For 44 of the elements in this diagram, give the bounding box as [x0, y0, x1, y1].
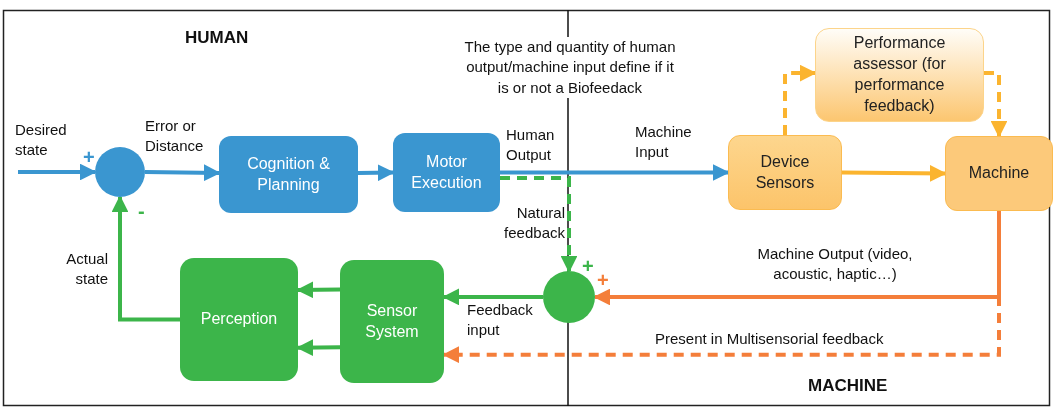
process-box [393, 133, 500, 212]
arrow [500, 176, 578, 273]
arrow [357, 164, 395, 182]
section-heading: MACHINE [808, 375, 889, 397]
process-box [728, 135, 842, 210]
box-label: Cognition & Planning [246, 153, 331, 195]
arrow [500, 164, 730, 181]
arrow [442, 288, 543, 306]
sign-label: + [582, 256, 594, 276]
box-label: Perception [199, 309, 279, 330]
section-heading: HUMAN [185, 27, 250, 49]
box-label: Machine [967, 163, 1031, 184]
arrow [296, 281, 341, 299]
process-box [945, 136, 1053, 211]
process-box [340, 260, 444, 383]
process-box [180, 258, 298, 381]
arrow [18, 163, 97, 181]
edge-label: Present in Multisensorial feedback [655, 329, 885, 349]
process-box [815, 28, 984, 122]
arrow [783, 64, 817, 135]
edge-label: Natural feedback [503, 203, 565, 244]
edge-label: Desired state [15, 120, 68, 161]
sign-label: + [83, 147, 95, 167]
summing-junction [543, 271, 595, 323]
process-box [219, 136, 358, 213]
arrow [296, 339, 341, 356]
box-label: Performance assessor (for performance feedback) [852, 33, 947, 116]
sign-label: + [597, 270, 609, 290]
edge-label: Actual state [65, 249, 108, 290]
box-label: Motor Execution [410, 151, 483, 193]
sign-label: - [138, 201, 145, 221]
arrow [144, 164, 221, 182]
edge-label: Error or Distance [145, 116, 205, 157]
summing-junction [95, 147, 145, 197]
note-text: The type and quantity of human output/machine input define if it is or not a Biofeedack [462, 37, 678, 98]
arrow [841, 164, 947, 182]
edge-label: Human Output [506, 125, 556, 166]
flow-label: Machine Input [635, 122, 693, 163]
box-label: Sensor System [364, 300, 420, 342]
arrow [984, 71, 1008, 138]
arrow [111, 195, 180, 322]
box-label: Device Sensors [754, 151, 816, 193]
edge-label: Feedback input [467, 300, 534, 341]
edge-label: Machine Output (video, acoustic, haptic…) [756, 244, 914, 285]
